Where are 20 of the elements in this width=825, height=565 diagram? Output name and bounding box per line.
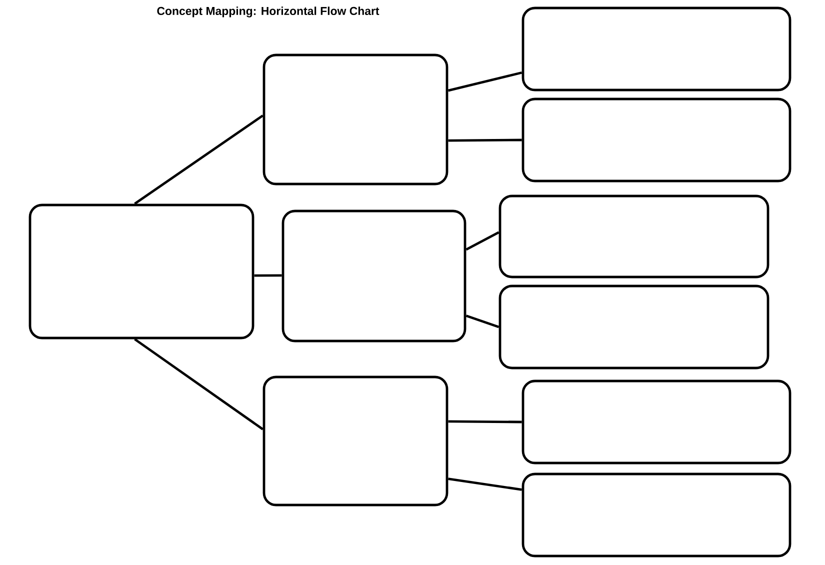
empty-box: [28, 204, 254, 340]
empty-box: [498, 284, 770, 370]
empty-box: [522, 472, 792, 558]
empty-box: [522, 380, 792, 464]
connector-line: [448, 478, 522, 491]
empty-box: [282, 210, 466, 342]
connector-line: [134, 338, 264, 430]
connector-line: [254, 274, 282, 277]
empty-box: [262, 376, 448, 506]
empty-box: [522, 6, 792, 92]
connector-line: [134, 114, 264, 205]
connector-line: [466, 231, 500, 251]
title: Concept Mapping: Horizontal Flow Chart: [157, 6, 380, 18]
connector-line: [466, 314, 500, 328]
connector-line: [448, 71, 522, 92]
connector-line: [448, 138, 522, 142]
empty-box: [522, 98, 792, 182]
connector-line: [448, 420, 522, 424]
empty-box: [498, 194, 770, 278]
empty-box: [262, 54, 448, 186]
